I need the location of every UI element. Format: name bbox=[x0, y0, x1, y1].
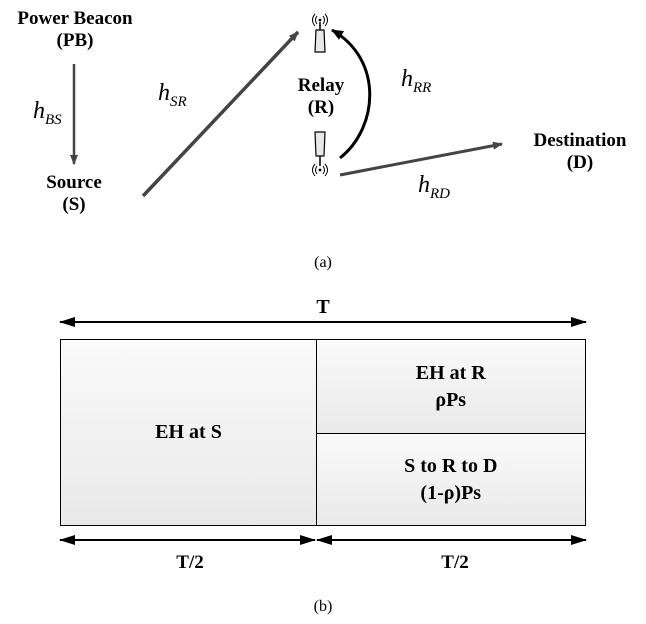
power-beacon-label: Power Beacon (PB) bbox=[0, 8, 150, 52]
power-beacon-abbr: (PB) bbox=[56, 30, 94, 51]
channel-bs-sub: BS bbox=[45, 112, 62, 128]
source-abbr: (S) bbox=[62, 194, 86, 215]
caption-b: (b) bbox=[313, 598, 333, 615]
block-eh-at-r-line1: EH at R bbox=[415, 361, 486, 384]
channel-rd-sub: RD bbox=[430, 186, 450, 202]
channel-label-rr: hRR bbox=[401, 66, 431, 97]
right-half-duration-label: T/2 bbox=[441, 552, 469, 573]
relay-name: Relay bbox=[297, 75, 345, 96]
source-label: Source (S) bbox=[14, 172, 134, 216]
channel-bs-symbol: h bbox=[33, 98, 45, 124]
arrow-relay-to-destination bbox=[339, 141, 503, 177]
arrow-source-to-relay bbox=[141, 30, 300, 198]
block-s-to-r-to-d: S to R to D (1-ρ)Ps bbox=[315, 433, 586, 526]
caption-a: (a) bbox=[314, 254, 332, 271]
block-eh-at-r-line2: ρPs bbox=[435, 388, 467, 411]
relay-abbr: (R) bbox=[307, 97, 335, 118]
channel-label-rd: hRD bbox=[418, 172, 450, 203]
relay-label: Relay (R) bbox=[276, 75, 366, 119]
destination-name: Destination bbox=[533, 130, 627, 151]
left-half-duration-label: T/2 bbox=[176, 552, 204, 573]
arrow-relay-loop bbox=[331, 28, 372, 160]
block-eh-at-s: EH at S bbox=[60, 339, 317, 526]
channel-rr-symbol: h bbox=[401, 66, 413, 92]
relay-tx-antenna-icon bbox=[312, 131, 328, 177]
channel-label-sr: hSR bbox=[158, 80, 187, 111]
channel-rr-sub: RR bbox=[413, 80, 432, 96]
channel-label-bs: hBS bbox=[33, 98, 62, 129]
channel-rd-symbol: h bbox=[418, 172, 430, 198]
block-eh-at-s-text: EH at S bbox=[155, 421, 222, 443]
block-eh-at-r: EH at R ρPs bbox=[315, 339, 586, 435]
block-s-to-r-to-d-line2: (1-ρ)Ps bbox=[420, 481, 482, 504]
destination-label: Destination (D) bbox=[514, 130, 646, 174]
channel-sr-sub: SR bbox=[170, 94, 187, 110]
block-s-to-r-to-d-line1: S to R to D bbox=[404, 454, 498, 477]
destination-abbr: (D) bbox=[566, 152, 594, 173]
power-beacon-name: Power Beacon bbox=[17, 8, 133, 29]
channel-sr-symbol: h bbox=[158, 80, 170, 106]
source-name: Source bbox=[46, 172, 102, 193]
total-duration-label: T bbox=[316, 296, 330, 318]
relay-rx-antenna-icon bbox=[312, 13, 328, 53]
